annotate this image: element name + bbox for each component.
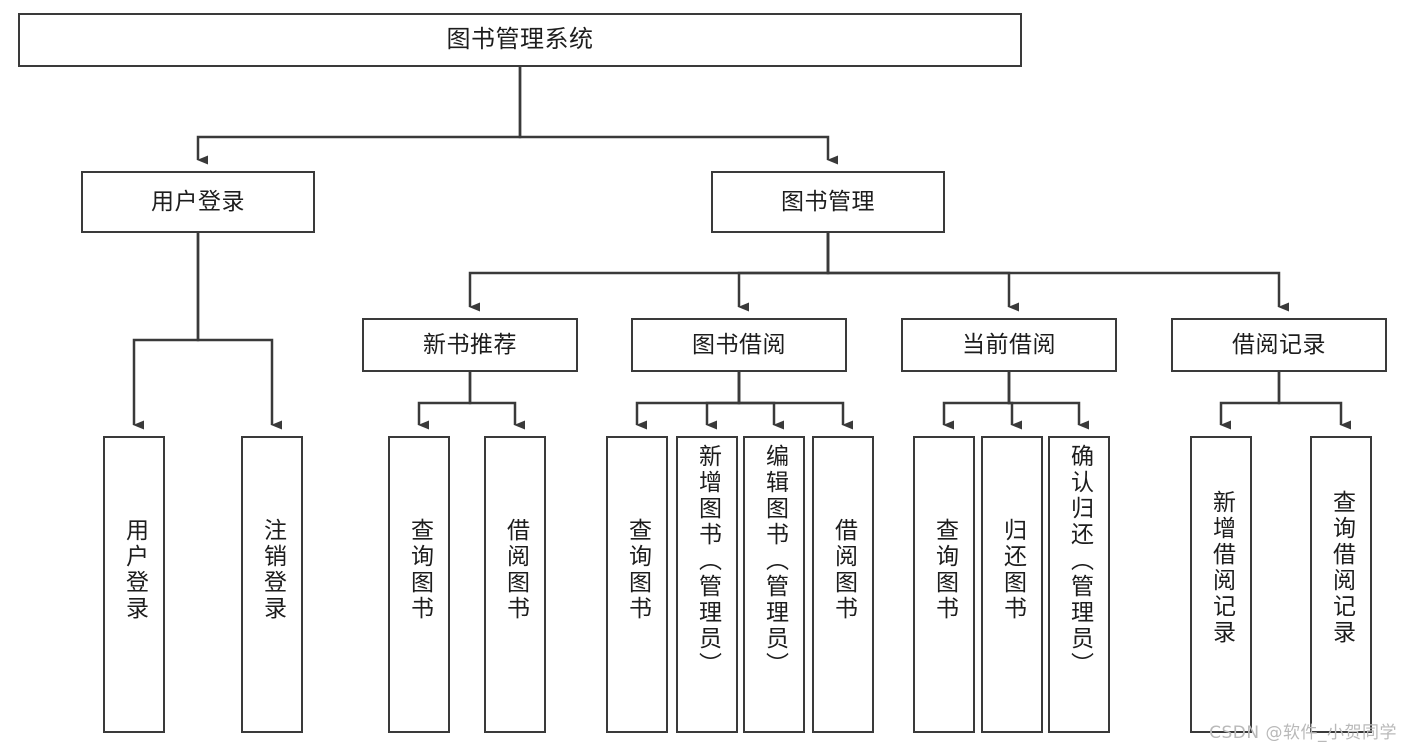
- node-label: 用户登录: [151, 188, 245, 215]
- edge-new-book-to-borrow: [468, 372, 525, 430]
- leaf-new-book-borrow-books[interactable]: 借阅图书: [484, 436, 546, 733]
- node-label: 确认归还（管理员）: [1066, 444, 1093, 678]
- node-label: 注销登录: [259, 518, 286, 622]
- node-label: 查询图书: [406, 518, 433, 622]
- node-label: 借阅记录: [1232, 331, 1326, 358]
- edge-new-book-to-query: [417, 372, 472, 430]
- leaf-current-query-books[interactable]: 查询图书: [913, 436, 975, 733]
- node-borrow-records[interactable]: 借阅记录: [1171, 318, 1387, 372]
- leaf-borrow-edit-book-admin[interactable]: 编辑图书（管理员）: [743, 436, 805, 733]
- node-label: 编辑图书（管理员）: [761, 444, 788, 678]
- edge-root-to-book-mgmt: [518, 67, 838, 165]
- node-label: 借阅图书: [830, 518, 857, 622]
- node-label: 图书借阅: [692, 331, 786, 358]
- edge-borrow-to-borrow-book: [737, 372, 853, 430]
- edge-book-mgmt-to-current: [826, 233, 1019, 312]
- node-new-book-recommendation[interactable]: 新书推荐: [362, 318, 578, 372]
- leaf-borrow-add-book-admin[interactable]: 新增图书（管理员）: [676, 436, 738, 733]
- node-root-book-management-system[interactable]: 图书管理系统: [18, 13, 1022, 67]
- edge-current-to-query: [942, 372, 1011, 430]
- leaf-user-logout[interactable]: 注销登录: [241, 436, 303, 733]
- edge-book-mgmt-to-new-book: [468, 233, 830, 312]
- node-label: 归还图书: [999, 518, 1026, 622]
- watermark-credit: CSDN @软件_小贺同学: [1209, 723, 1397, 743]
- edge-root-to-user-login: [196, 67, 522, 165]
- leaf-current-confirm-return-admin[interactable]: 确认归还（管理员）: [1048, 436, 1110, 733]
- node-label: 图书管理: [781, 188, 875, 215]
- node-book-management[interactable]: 图书管理: [711, 171, 945, 233]
- edge-user-login-to-leaf-user-login: [132, 233, 200, 430]
- leaf-borrow-borrow-books[interactable]: 借阅图书: [812, 436, 874, 733]
- edge-record-to-query: [1277, 372, 1351, 430]
- leaf-record-add-borrow-record[interactable]: 新增借阅记录: [1190, 436, 1252, 733]
- node-current-borrowing[interactable]: 当前借阅: [901, 318, 1117, 372]
- node-label: 新增借阅记录: [1208, 490, 1235, 646]
- leaf-current-return-books[interactable]: 归还图书: [981, 436, 1043, 733]
- node-label: 新增图书（管理员）: [694, 444, 721, 678]
- node-label: 当前借阅: [962, 331, 1056, 358]
- node-user-login[interactable]: 用户登录: [81, 171, 315, 233]
- edge-current-to-return: [1007, 372, 1022, 430]
- node-label: 查询图书: [624, 518, 651, 622]
- edge-user-login-to-leaf-user-logout: [196, 233, 282, 430]
- node-label: 用户登录: [121, 518, 148, 622]
- node-label: 查询借阅记录: [1328, 490, 1355, 646]
- node-label: 图书管理系统: [446, 25, 594, 54]
- node-label: 查询图书: [931, 518, 958, 622]
- node-label: 借阅图书: [502, 518, 529, 622]
- edge-borrow-to-query: [635, 372, 741, 430]
- leaf-user-login[interactable]: 用户登录: [103, 436, 165, 733]
- edge-borrow-to-add: [705, 372, 741, 430]
- edge-record-to-add: [1219, 372, 1281, 430]
- edge-current-to-confirm: [1007, 372, 1089, 430]
- leaf-new-book-query-books[interactable]: 查询图书: [388, 436, 450, 733]
- node-book-borrowing[interactable]: 图书借阅: [631, 318, 847, 372]
- edge-book-mgmt-to-borrow: [737, 233, 830, 312]
- edge-book-mgmt-to-record: [826, 233, 1289, 312]
- leaf-borrow-query-books[interactable]: 查询图书: [606, 436, 668, 733]
- leaf-record-query-borrow-record[interactable]: 查询借阅记录: [1310, 436, 1372, 733]
- node-label: 新书推荐: [423, 331, 517, 358]
- edge-borrow-to-edit: [737, 372, 784, 430]
